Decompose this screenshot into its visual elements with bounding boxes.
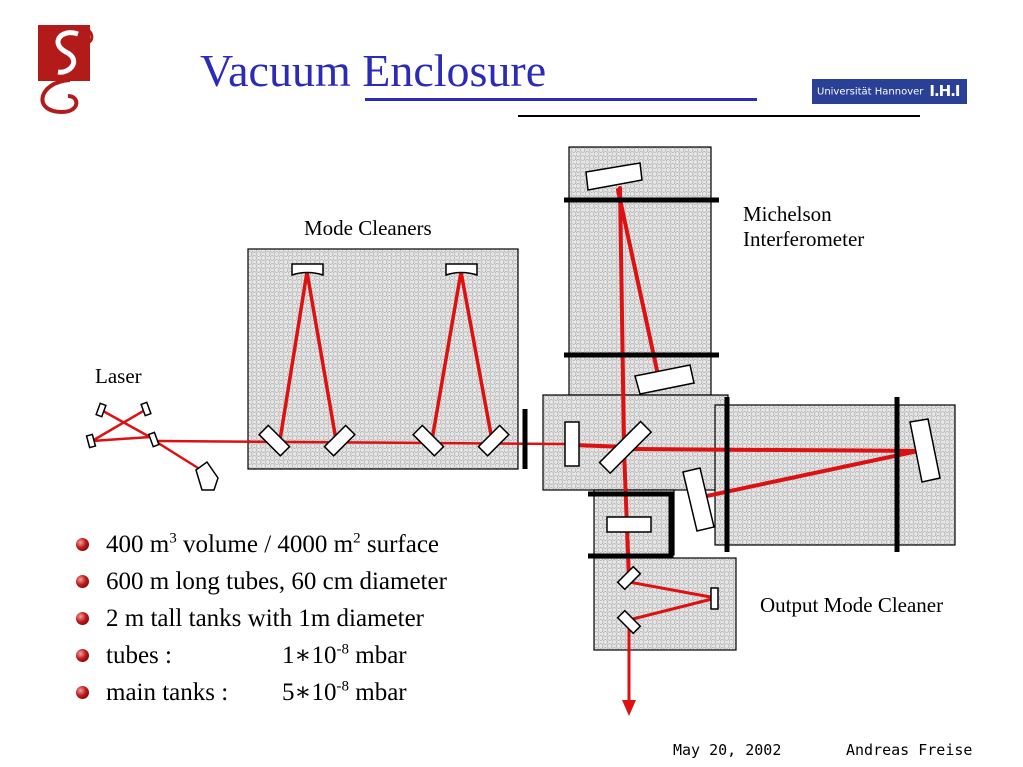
university-name: Universität Hannover — [817, 86, 924, 98]
label-michelson-line1: Michelson — [743, 202, 832, 226]
output-mode-cleaner-optics — [616, 565, 719, 635]
university-mark: I.H.I — [929, 82, 960, 100]
bullet-item: tubes : 1∗10-8 mbar — [76, 637, 447, 674]
label-mode-cleaners: Mode Cleaners — [304, 216, 432, 240]
mode-cleaner-optics — [258, 263, 510, 457]
beam-arm-up — [618, 186, 626, 447]
footer-author: Andreas Freise — [846, 741, 973, 759]
beam-fold — [700, 449, 920, 499]
bullet-text: volume / 4000 m — [176, 531, 354, 558]
bullet-item: 600 m long tubes, 60 cm diameter — [76, 563, 447, 600]
bullet-icon — [76, 612, 89, 625]
bullet-exponent: -8 — [336, 678, 350, 695]
label-michelson: Michelson Interferometer — [743, 202, 864, 252]
photodiode — [195, 460, 219, 491]
output-arrowhead — [622, 700, 636, 716]
bullet-icon — [76, 575, 89, 588]
beam-laser-cavity — [91, 408, 155, 443]
slide-title: Vacuum Enclosure — [200, 45, 547, 96]
bullet-label: main tanks : — [106, 679, 229, 706]
beam-to-diode — [153, 439, 200, 470]
bullet-exponent: -8 — [336, 641, 350, 658]
bullet-text: 2 m tall tanks with 1m diameter — [106, 605, 424, 632]
label-output-mode-cleaner: Output Mode Cleaner — [760, 593, 944, 617]
university-logo: Universität Hannover I.H.I — [812, 79, 967, 104]
header-rule — [518, 115, 920, 117]
bullet-icon — [76, 686, 89, 699]
title-underline — [365, 98, 757, 101]
valves — [522, 197, 900, 559]
bullet-label: tubes : — [106, 642, 172, 669]
geo600-logo — [38, 25, 94, 115]
bullet-exponent: 3 — [169, 530, 177, 547]
bullet-unit: mbar — [349, 679, 407, 706]
label-michelson-line2: Interferometer — [743, 227, 865, 252]
laser-optics — [85, 401, 219, 491]
bullet-text: 600 m long tubes, 60 cm diameter — [106, 568, 447, 595]
bullet-text: surface — [360, 531, 440, 558]
footer-date: May 20, 2002 — [673, 741, 782, 759]
bullet-item: 400 m3 volume / 4000 m2 surface — [76, 526, 447, 563]
bullet-text: 400 m — [106, 531, 170, 558]
bullet-value: 1∗10 — [282, 642, 337, 669]
interferometer-optics — [564, 162, 941, 533]
bullet-item: 2 m tall tanks with 1m diameter — [76, 600, 447, 637]
bullet-unit: mbar — [349, 642, 407, 669]
beam-east — [624, 447, 920, 453]
beam-up-mirror — [616, 188, 660, 377]
bullet-exponent: 2 — [353, 530, 361, 547]
bullet-list: 400 m3 volume / 4000 m2 surface 600 m lo… — [76, 526, 447, 711]
bullet-value: 5∗10 — [282, 679, 337, 706]
bullet-item: main tanks : 5∗10-8 mbar — [76, 674, 447, 711]
label-laser: Laser — [95, 364, 142, 388]
bullet-icon — [76, 538, 89, 551]
bullet-icon — [76, 649, 89, 662]
